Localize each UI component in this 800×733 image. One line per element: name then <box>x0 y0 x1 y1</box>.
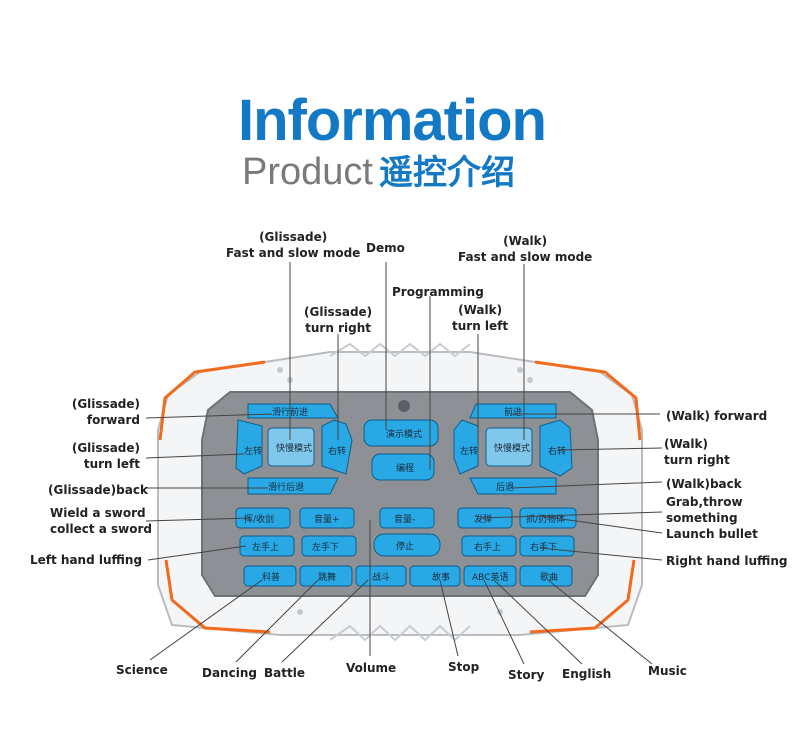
gl-back-button[interactable] <box>247 477 339 495</box>
gl-back-text: 滑行后退 <box>268 481 304 493</box>
song-button[interactable] <box>519 565 573 587</box>
indicator-light <box>398 400 410 412</box>
frame-bottom-left <box>164 559 271 634</box>
vol-up-button[interactable] <box>299 507 355 529</box>
label-glissade-turn-left: (Glissade) turn left <box>71 441 140 471</box>
vol-up-text: 音量+ <box>314 513 340 525</box>
frame-top-right <box>534 360 642 441</box>
song-text: 歌曲 <box>540 571 558 583</box>
wk-back-text: 后退 <box>496 482 514 493</box>
wk-right-button[interactable] <box>539 419 573 477</box>
label-battle: Battle <box>264 666 305 680</box>
sword-text: 挥/收剑 <box>244 513 274 525</box>
frame-top-left <box>158 360 266 441</box>
label-walk-back: (Walk)back <box>666 477 742 491</box>
demo-button[interactable] <box>363 419 439 447</box>
rh-up-button[interactable] <box>461 535 517 557</box>
vol-down-text: 音量- <box>394 513 415 525</box>
english-text: ABC英语 <box>472 571 508 583</box>
label-stop: Stop <box>448 660 480 674</box>
gl-mode-text: 快慢模式 <box>276 442 312 454</box>
label-glissade-mode: (Glissade) Fast and slow mode <box>226 230 361 260</box>
launch-text: 发弹 <box>474 513 492 525</box>
leader-lines <box>137 262 663 665</box>
label-walk-forward: (Walk) forward <box>666 409 768 423</box>
label-launch-bullet: Launch bullet <box>666 527 758 541</box>
label-right-hand-luffing: Right hand luffing <box>666 554 788 568</box>
wk-mode-button[interactable] <box>485 427 533 467</box>
label-music: Music <box>648 664 687 678</box>
english-button[interactable] <box>463 565 517 587</box>
subtitle-cn: 遥控介绍 <box>378 153 515 193</box>
bottom-lattice <box>329 624 471 642</box>
label-glissade-turn-right: (Glissade) turn right <box>304 305 373 335</box>
top-lattice <box>329 342 471 358</box>
label-left-hand-luffing: Left hand luffing <box>30 553 143 567</box>
lh-up-text: 左手上 <box>252 541 279 553</box>
label-volume: Volume <box>346 661 397 675</box>
lh-up-button[interactable] <box>239 535 295 557</box>
battle-button[interactable] <box>355 565 407 587</box>
stop-text: 停止 <box>396 540 414 552</box>
lh-down-button[interactable] <box>301 535 357 557</box>
label-science: Science <box>116 663 168 677</box>
gl-mode-button[interactable] <box>267 427 315 467</box>
label-story: Story <box>508 668 545 682</box>
lh-down-text: 左手下 <box>312 541 339 553</box>
label-wield-sword: Wield a sword collect a sword <box>50 506 153 536</box>
stop-button[interactable] <box>373 533 441 557</box>
label-walk-mode: (Walk) Fast and slow mode <box>458 234 593 264</box>
frame-bottom-right <box>529 559 636 634</box>
label-dancing: Dancing <box>202 666 257 680</box>
label-glissade-forward: (Glissade) forward <box>71 397 140 427</box>
wk-back-button[interactable] <box>469 477 557 495</box>
label-demo: Demo <box>366 241 405 255</box>
science-text: 科普 <box>262 571 280 583</box>
rh-up-text: 右手上 <box>474 541 501 553</box>
label-grab-throw: Grab,throw something <box>666 495 743 525</box>
label-walk-turn-left: (Walk) turn left <box>452 303 509 333</box>
dance-text: 跳舞 <box>318 571 336 583</box>
wk-forward-text: 前进 <box>504 406 522 418</box>
story-button[interactable] <box>409 565 461 587</box>
dance-button[interactable] <box>299 565 353 587</box>
battle-text: 战斗 <box>372 572 390 583</box>
gl-left-button[interactable] <box>235 419 263 475</box>
page-title: Information <box>238 88 547 153</box>
label-english: English <box>562 667 612 681</box>
grab-button[interactable] <box>519 507 577 529</box>
wk-mode-text: 快慢模式 <box>494 442 530 454</box>
science-button[interactable] <box>243 565 297 587</box>
program-button[interactable] <box>371 453 435 481</box>
label-programming: Programming <box>392 285 484 299</box>
subtitle-en: Product <box>242 151 373 193</box>
demo-text: 演示模式 <box>386 428 422 440</box>
vol-down-button[interactable] <box>379 507 435 529</box>
rh-down-button[interactable] <box>519 535 575 557</box>
gl-right-button[interactable] <box>321 419 353 475</box>
story-text: 故事 <box>432 571 450 583</box>
label-glissade-back: (Glissade)back <box>48 483 148 497</box>
gl-left-text: 左转 <box>244 445 262 457</box>
wk-right-text: 右转 <box>548 445 566 457</box>
rh-down-text: 右手下 <box>530 541 557 553</box>
program-text: 编程 <box>396 462 414 474</box>
wk-left-text: 左转 <box>460 445 478 457</box>
label-walk-turn-right: (Walk) turn right <box>664 437 730 467</box>
gl-right-text: 右转 <box>328 445 346 457</box>
